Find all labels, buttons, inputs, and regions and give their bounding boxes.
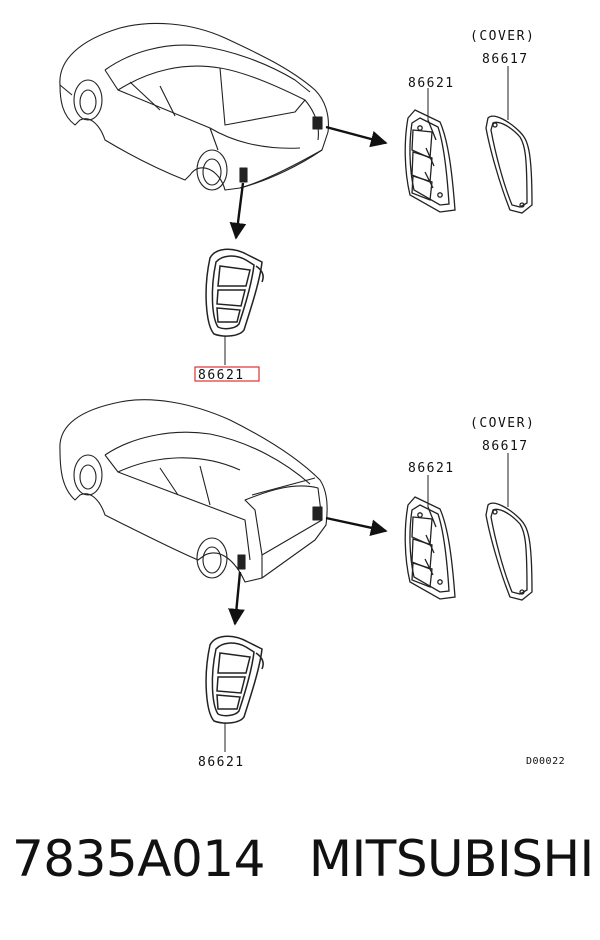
- vent-cover: [485, 502, 533, 601]
- footer-caption: 7835A014 MITSUBISHI: [12, 830, 594, 910]
- grille-part-number: 86621: [198, 755, 245, 770]
- vent-grille-front: [205, 635, 264, 724]
- drawing-code: D00022: [526, 756, 565, 767]
- arrow-to-grille: [228, 571, 245, 626]
- arrow-to-exploded-grille: [325, 516, 388, 537]
- arrow-to-exploded-grille: [325, 125, 388, 148]
- wagon-car-illustration: [59, 399, 328, 583]
- cover-part-number: 86617: [482, 439, 529, 454]
- parts-diagram: (COVER) 86617 86621 86621: [59, 22, 565, 770]
- grille-part-number-highlighted: 86621: [198, 368, 245, 383]
- highlight-box: [194, 366, 260, 382]
- cover-label: (COVER): [470, 29, 535, 44]
- vent-grille-exploded: [404, 496, 456, 600]
- vent-grille-front: [205, 248, 264, 337]
- arrow-to-grille: [229, 182, 247, 240]
- hatchback-car-illustration: [59, 22, 329, 191]
- vent-grille-exploded: [404, 109, 456, 213]
- grille-part-number: 86621: [408, 76, 455, 91]
- cover-label: (COVER): [470, 416, 535, 431]
- brand-name: MITSUBISHI: [308, 830, 594, 888]
- grille-part-number: 86621: [408, 461, 455, 476]
- part-number: 7835A014: [12, 830, 265, 888]
- cover-part-number: 86617: [482, 52, 529, 67]
- vent-cover: [485, 115, 533, 214]
